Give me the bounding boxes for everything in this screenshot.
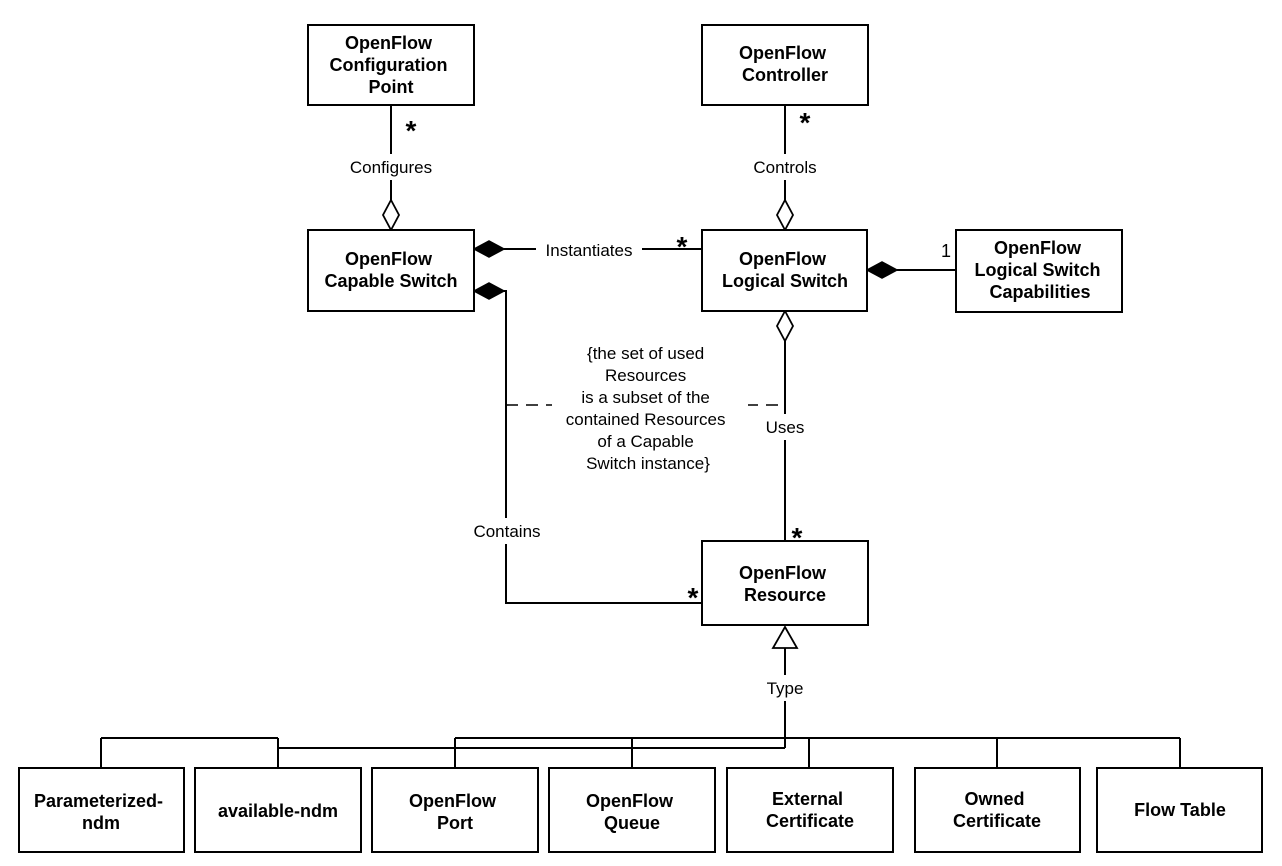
class-openflow-configuration-point: OpenFlow Configuration Point — [307, 24, 475, 106]
svg-text:OpenFlow Port: OpenFlow Port — [409, 791, 501, 833]
svg-text:External Certificate: External Certificate — [766, 789, 854, 831]
class-external-certificate: External Certificate — [726, 767, 894, 853]
instantiates-multiplicity: * — [677, 231, 688, 262]
constraint-note: {the set of used Resources is a subset o… — [566, 344, 730, 473]
instantiates-composition-diamond — [472, 240, 506, 258]
generalization-triangle — [771, 625, 799, 649]
contains-composition-diamond — [472, 282, 506, 300]
class-openflow-logical-switch: OpenFlow Logical Switch — [701, 229, 868, 312]
controls-aggregation-diamond — [775, 198, 795, 232]
uses-aggregation-diamond — [775, 309, 795, 343]
capabilities-composition-diamond — [865, 261, 899, 279]
svg-text:available-ndm: available-ndm — [218, 801, 338, 821]
configures-multiplicity: * — [406, 115, 417, 146]
contains-label: Contains — [473, 522, 540, 541]
svg-text:OpenFlow Controller: OpenFlow Controller — [739, 43, 831, 85]
class-flow-table: Flow Table — [1096, 767, 1263, 853]
svg-text:Flow Table: Flow Table — [1134, 800, 1226, 820]
controls-label: Controls — [753, 158, 816, 177]
contains-multiplicity: * — [688, 582, 699, 613]
class-owned-certificate: Owned Certificate — [914, 767, 1081, 853]
configures-label: Configures — [350, 158, 432, 177]
class-openflow-resource: OpenFlow Resource — [701, 540, 869, 626]
svg-text:Parameterized- ndm: Parameterized- ndm — [34, 791, 168, 833]
instantiates-label: Instantiates — [546, 241, 633, 260]
capabilities-multiplicity: 1 — [941, 241, 951, 261]
svg-text:OpenFlow Configuration: OpenFlow Configuration Point — [330, 33, 453, 97]
svg-text:OpenFlow Resource: OpenFlow Resource — [739, 563, 831, 605]
class-openflow-port: OpenFlow Port — [371, 767, 539, 853]
svg-text:OpenFlow Logical Switch: OpenFlow Logical Switch Capabilities — [974, 238, 1105, 302]
class-openflow-capable-switch: OpenFlow Capable Switch — [307, 229, 475, 312]
uses-multiplicity: * — [792, 522, 803, 553]
class-openflow-controller: OpenFlow Controller — [701, 24, 869, 106]
type-label: Type — [767, 679, 804, 698]
class-openflow-logical-switch-capabilities: OpenFlow Logical Switch Capabilities — [955, 229, 1123, 313]
controls-multiplicity: * — [800, 107, 811, 138]
svg-text:Owned Certificate: Owned Certificate — [953, 789, 1041, 831]
configures-aggregation-diamond — [381, 198, 401, 232]
class-openflow-queue: OpenFlow Queue — [548, 767, 716, 853]
svg-text:OpenFlow Logical Switch: OpenFlow Logical Switch — [722, 249, 848, 291]
svg-text:OpenFlow Capable Switch: OpenFlow Capable Switch — [324, 249, 457, 291]
class-available-ndm: available-ndm — [194, 767, 362, 853]
class-parameterized-ndm: Parameterized- ndm — [18, 767, 185, 853]
svg-text:OpenFlow Queue: OpenFlow Queue — [586, 791, 678, 833]
uses-label: Uses — [766, 418, 805, 437]
